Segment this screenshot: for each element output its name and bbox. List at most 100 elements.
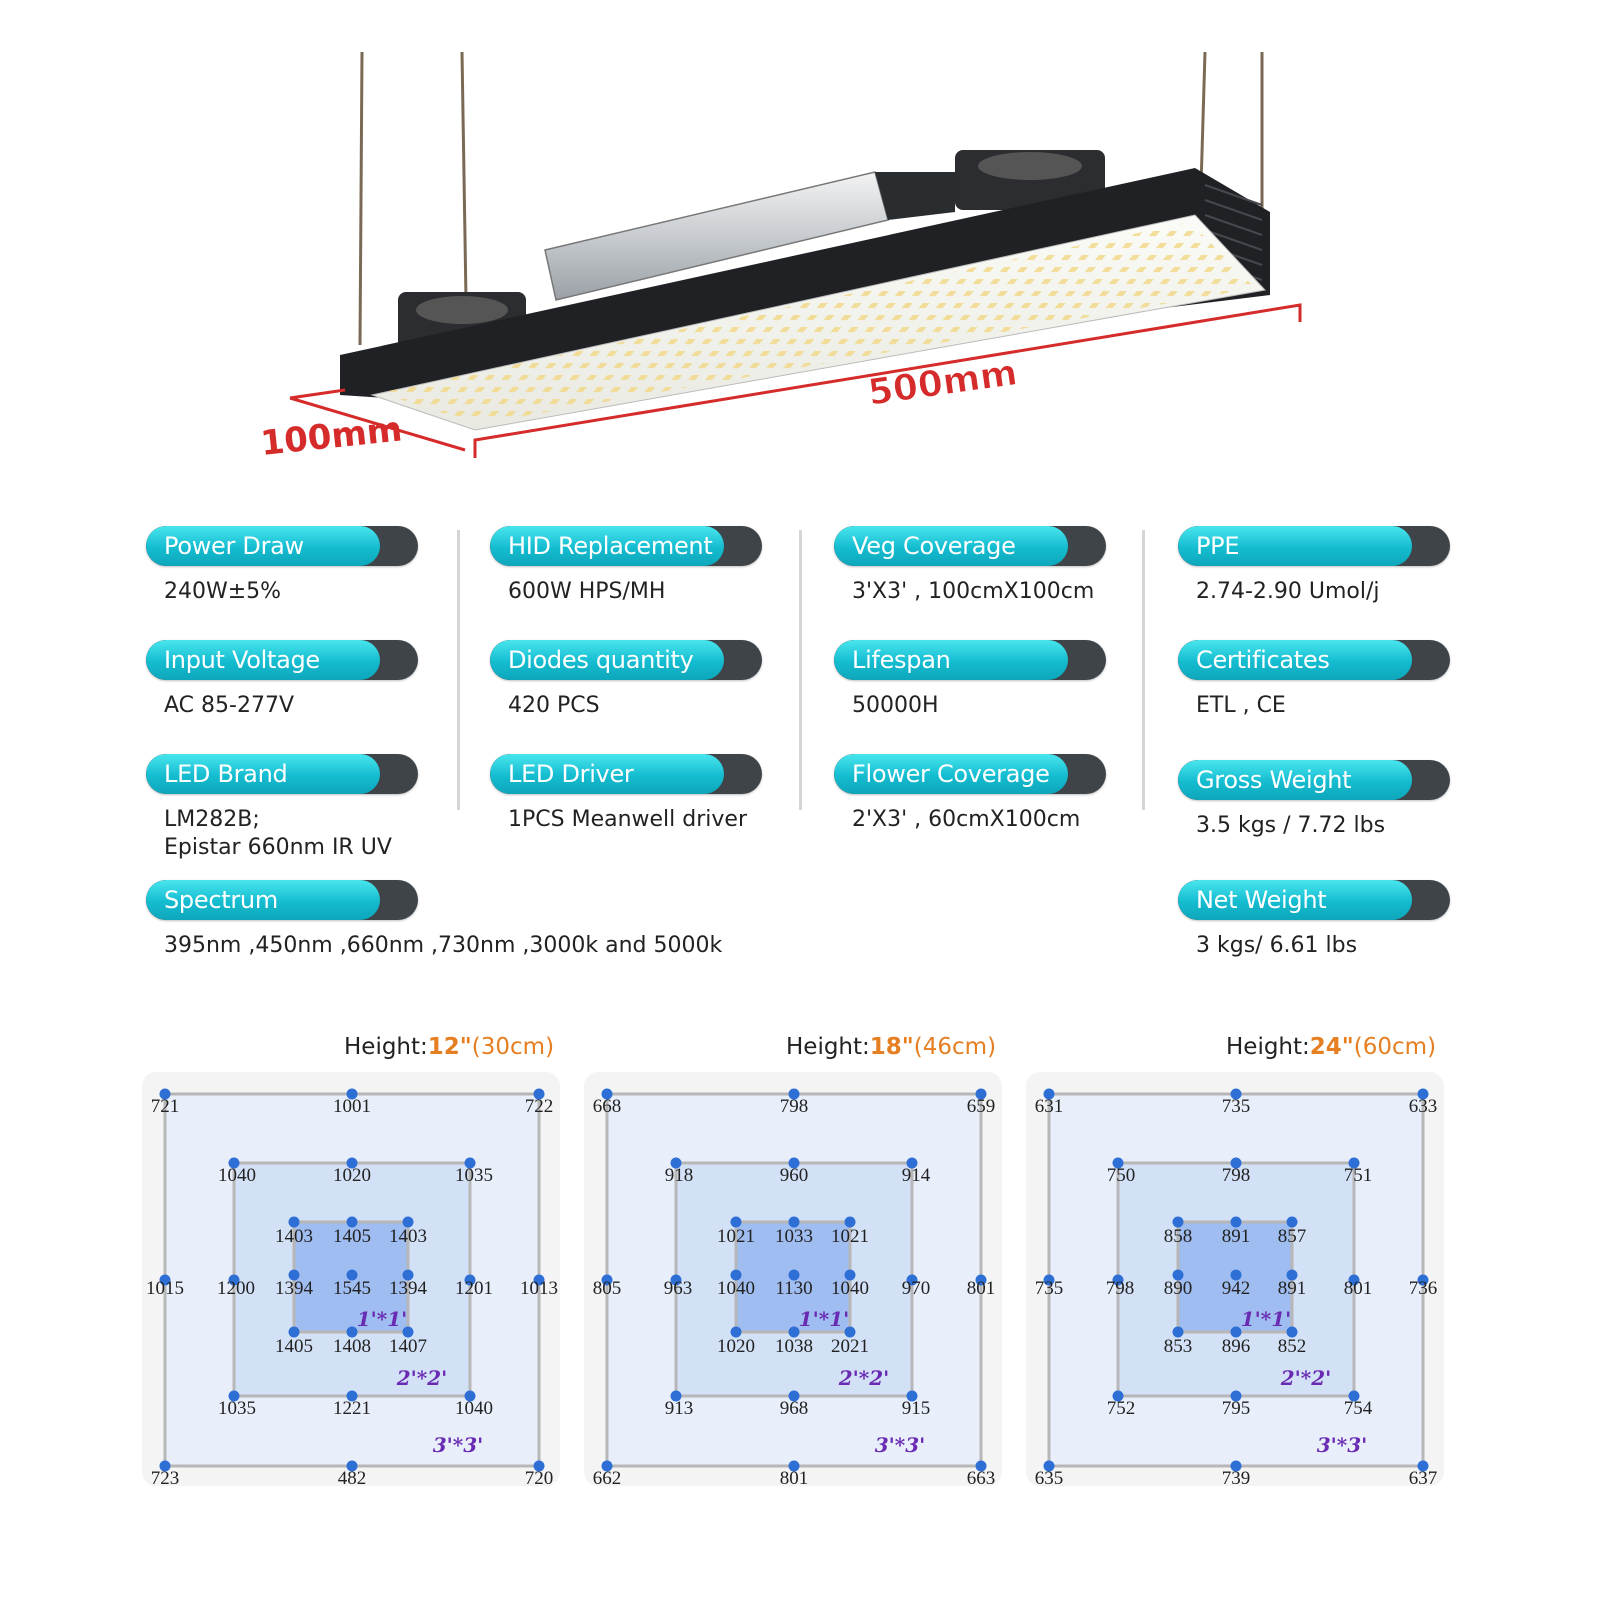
ppfd-value: 751	[1344, 1165, 1373, 1186]
spec-label-pill: LED Brand	[146, 754, 418, 794]
measure-point	[288, 1269, 300, 1281]
measure-point	[1348, 1157, 1360, 1169]
ppfd-value: 635	[1035, 1468, 1064, 1489]
ppfd-value: 1394	[389, 1278, 428, 1299]
measure-point	[402, 1326, 414, 1338]
spec-spectrum: Spectrum 395nm ,450nm ,660nm ,730nm ,300…	[146, 880, 846, 960]
spec-label-pill: Diodes quantity	[490, 640, 762, 680]
ppfd-value: 1035	[455, 1165, 493, 1186]
ppfd-value: 960	[780, 1165, 809, 1186]
ppfd-value: 798	[780, 1096, 809, 1117]
spec-led-brand: LED Brand LM282B; Epistar 660nm IR UV	[146, 754, 426, 862]
measure-point	[670, 1157, 682, 1169]
ppfd-value: 631	[1035, 1096, 1064, 1117]
measure-point	[1112, 1390, 1124, 1402]
column-divider	[457, 530, 460, 810]
ppfd-value: 1001	[333, 1096, 371, 1117]
measure-point	[288, 1326, 300, 1338]
ppfd-value: 970	[902, 1278, 931, 1299]
spec-label: Certificates	[1196, 646, 1330, 674]
ppfd-value: 1201	[455, 1278, 493, 1299]
measure-point	[788, 1269, 800, 1281]
ppfd-value: 1405	[333, 1226, 371, 1247]
measure-point	[1348, 1274, 1360, 1286]
ppfd-value: 1405	[275, 1336, 313, 1357]
measure-point	[1043, 1088, 1055, 1100]
ppfd-value: 752	[1107, 1398, 1136, 1419]
measure-point	[1230, 1460, 1242, 1472]
spec-value: 420 PCS	[508, 693, 600, 718]
ppfd-value: 721	[151, 1096, 180, 1117]
ppfd-value: 805	[593, 1278, 622, 1299]
ppfd-value: 659	[967, 1096, 996, 1117]
spec-label-pill: Net Weight	[1178, 880, 1450, 920]
ppfd-map-title: Height:18"(46cm)	[786, 1034, 996, 1060]
ppfd-value: 735	[1222, 1096, 1251, 1117]
spec-net-weight: Net Weight 3 kgs/ 6.61 lbs	[1178, 880, 1458, 960]
measure-point	[730, 1216, 742, 1228]
ppfd-value: 1015	[146, 1278, 184, 1299]
spec-label: Flower Coverage	[852, 760, 1050, 788]
measure-point	[1230, 1269, 1242, 1281]
spec-label-pill: Certificates	[1178, 640, 1450, 680]
ppfd-value: 482	[338, 1468, 367, 1489]
ppfd-value: 633	[1409, 1096, 1438, 1117]
dimension-width: 100mm	[259, 409, 404, 464]
zone-label-2x2: 2'*2'	[838, 1366, 890, 1390]
measure-point	[788, 1326, 800, 1338]
ppfd-value: 798	[1222, 1165, 1251, 1186]
product-illustration: 500mm 100mm	[259, 51, 1302, 464]
measure-point	[1348, 1390, 1360, 1402]
measure-point	[228, 1157, 240, 1169]
measure-point	[228, 1274, 240, 1286]
ppfd-value: 663	[967, 1468, 996, 1489]
measure-point	[975, 1088, 987, 1100]
measure-point	[346, 1326, 358, 1338]
spec-diodes-quantity: Diodes quantity 420 PCS	[490, 640, 770, 720]
height-cm: (30cm)	[471, 1034, 555, 1060]
spec-led-driver: LED Driver 1PCS Meanwell driver	[490, 754, 770, 834]
ppfd-value: 1040	[831, 1278, 869, 1299]
spec-value: ETL , CE	[1196, 693, 1286, 718]
ppfd-value: 1035	[218, 1398, 256, 1419]
ppfd-value: 2021	[831, 1336, 869, 1357]
measure-point	[533, 1460, 545, 1472]
measure-point	[228, 1390, 240, 1402]
measure-point	[533, 1274, 545, 1286]
spec-certificates: Certificates ETL , CE	[1178, 640, 1458, 720]
measure-point	[1417, 1088, 1429, 1100]
ppfd-value: 1021	[831, 1226, 869, 1247]
ppfd-value: 853	[1164, 1336, 1193, 1357]
ppfd-value: 1403	[389, 1226, 427, 1247]
spec-value: 2.74-2.90 Umol/j	[1196, 579, 1380, 604]
height-prefix: Height:	[786, 1034, 870, 1060]
measure-point	[1230, 1216, 1242, 1228]
measure-point	[730, 1269, 742, 1281]
led-diodes	[380, 222, 1255, 424]
height-cm: (46cm)	[913, 1034, 997, 1060]
spec-label-pill: Gross Weight	[1178, 760, 1450, 800]
spec-label: Net Weight	[1196, 886, 1327, 914]
driver-box	[544, 171, 955, 301]
measure-point	[906, 1390, 918, 1402]
zone-label-2x2: 2'*2'	[396, 1366, 448, 1390]
spec-lifespan: Lifespan 50000H	[834, 640, 1114, 720]
ppfd-value: 968	[780, 1398, 809, 1419]
ppfd-value: 914	[902, 1165, 931, 1186]
ppfd-value: 798	[1106, 1278, 1135, 1299]
spec-value: 240W±5%	[164, 579, 282, 604]
dimension-lines	[289, 303, 1302, 458]
zone-label-3x3: 3'*3'	[875, 1433, 926, 1457]
ppfd-value: 801	[780, 1468, 809, 1489]
spec-label-pill: LED Driver	[490, 754, 762, 794]
spec-power-draw: Power Draw 240W±5%	[146, 526, 426, 606]
ppfd-value: 736	[1409, 1278, 1438, 1299]
height-inches: 12"	[427, 1034, 472, 1060]
spec-label: LED Brand	[164, 760, 288, 788]
ppfd-value: 852	[1278, 1336, 1307, 1357]
fan-right	[955, 150, 1105, 210]
ppfd-value: 1407	[389, 1336, 427, 1357]
measure-point	[788, 1390, 800, 1402]
ppfd-value: 750	[1107, 1165, 1136, 1186]
spec-label-pill: Veg Coverage	[834, 526, 1106, 566]
